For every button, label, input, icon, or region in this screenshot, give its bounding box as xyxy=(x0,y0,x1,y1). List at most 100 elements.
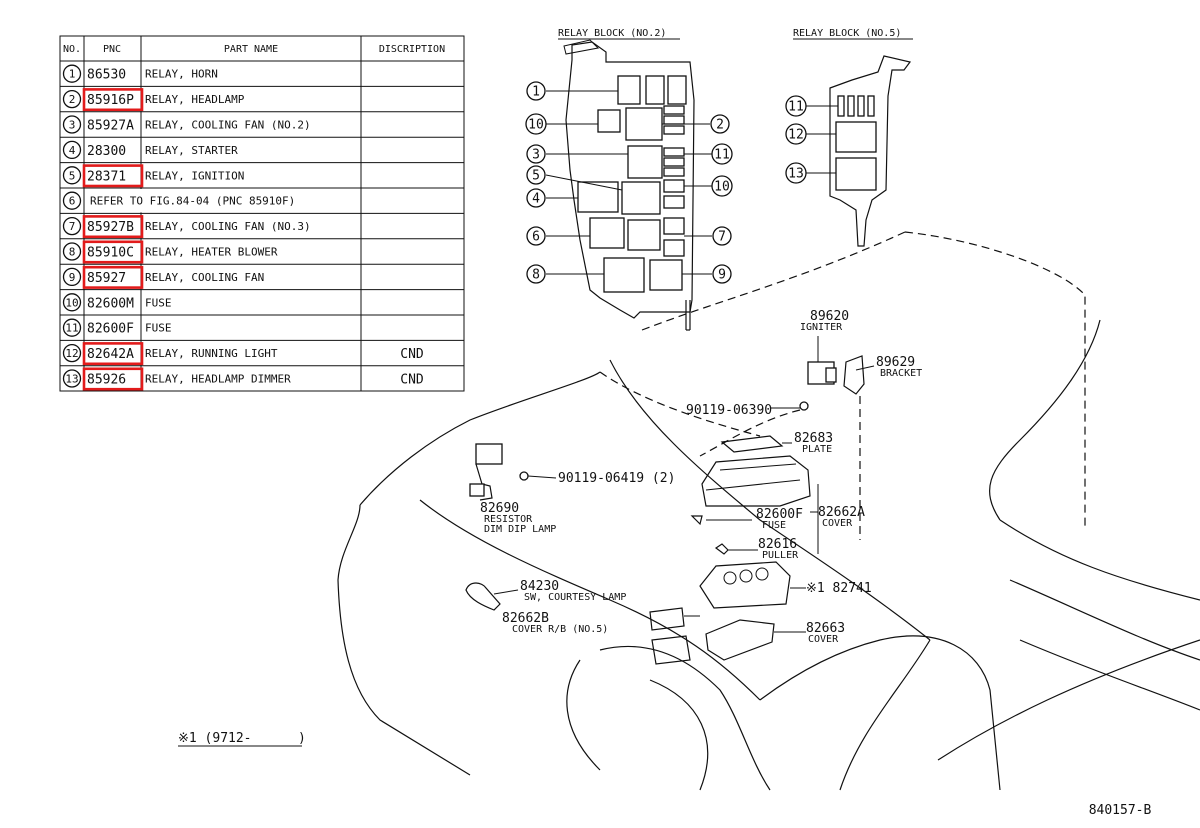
resistor-part xyxy=(469,443,557,501)
rb5-slot-12 xyxy=(835,121,877,153)
svg-text:※1 82741: ※1 82741 xyxy=(806,581,872,596)
row-number-badge xyxy=(62,191,82,210)
row-pnc: 82642A xyxy=(87,347,134,362)
rb5-ref-13: 13 xyxy=(785,162,807,184)
row-pnc: 28371 xyxy=(87,169,126,184)
row-number: 6 xyxy=(69,195,76,208)
row-part-name: RELAY, HEADLAMP DIMMER xyxy=(145,373,291,386)
row-number-badge xyxy=(62,369,82,388)
svg-text:82690: 82690 xyxy=(480,501,519,516)
callout-82616: 82616 PULLER xyxy=(758,537,799,561)
rb5-ref-11: 11 xyxy=(785,95,807,117)
footnote-close: ) xyxy=(298,731,306,746)
slot-11 xyxy=(663,147,685,157)
vehicle-outline xyxy=(337,231,1200,791)
header-description: DISCRIPTION xyxy=(379,44,445,55)
row-number-badge xyxy=(62,216,82,236)
row-number-badge xyxy=(62,267,82,287)
svg-text:82662B: 82662B xyxy=(502,611,549,626)
row-number: 8 xyxy=(69,246,76,259)
svg-text:4: 4 xyxy=(532,192,540,207)
rb2-ref-4: 4 xyxy=(526,188,546,208)
table-row: 5 28371 RELAY, IGNITION xyxy=(60,162,464,188)
rb2-ref-7: 7 xyxy=(712,226,732,246)
row-number-badge xyxy=(62,293,82,312)
row-number-badge xyxy=(62,140,82,160)
row-description: CND xyxy=(400,373,424,388)
row-number: 4 xyxy=(69,144,76,157)
svg-text:2: 2 xyxy=(716,118,724,133)
footnote: ※1 (9712- ) xyxy=(178,731,306,747)
svg-text:90119-06390: 90119-06390 xyxy=(686,403,772,418)
slot-3 xyxy=(627,145,663,179)
svg-text:90119-06419 (2): 90119-06419 (2) xyxy=(558,471,675,486)
rb2-ref-9: 9 xyxy=(712,264,732,284)
row-number-badge xyxy=(62,242,82,261)
slot-9 xyxy=(649,259,683,291)
svg-text:10: 10 xyxy=(528,118,544,133)
svg-text:RESISTOR: RESISTOR xyxy=(484,514,533,525)
row-number: 5 xyxy=(69,169,76,182)
figure-code: 840157-B xyxy=(1089,803,1152,818)
row-part-name: RELAY, IGNITION xyxy=(145,169,244,182)
row-number-badge xyxy=(62,115,82,134)
callout-82600F: 82600F FUSE xyxy=(756,507,803,531)
plate-part xyxy=(720,435,792,453)
slot-5 xyxy=(621,181,661,215)
row-part-name: RELAY, COOLING FAN xyxy=(145,271,264,284)
svg-text:11: 11 xyxy=(714,148,730,163)
callout-82662B: 82662B COVER R/B (NO.5) xyxy=(502,611,608,635)
slot-6 xyxy=(589,217,625,249)
fuse-part xyxy=(690,515,703,526)
bolt-90119-06390 xyxy=(799,401,809,411)
puller-part xyxy=(714,543,729,555)
svg-text:IGNITER: IGNITER xyxy=(800,322,843,333)
row-pnc: 82600M xyxy=(87,296,134,311)
callout-90119-06390: 90119-06390 xyxy=(686,403,772,418)
row-part-name: RELAY, HEADLAMP xyxy=(145,93,245,106)
svg-text:89620: 89620 xyxy=(810,309,849,324)
svg-text:89629: 89629 xyxy=(876,355,915,370)
relay-block-5-housing xyxy=(829,55,912,247)
highlight-box xyxy=(82,240,144,264)
header-no: NO. xyxy=(63,44,81,55)
svg-text:6: 6 xyxy=(532,230,540,245)
svg-text:13: 13 xyxy=(788,167,804,182)
svg-text:12: 12 xyxy=(788,128,804,143)
svg-text:8: 8 xyxy=(532,268,540,283)
row-number: 12 xyxy=(65,347,78,360)
row-part-name: RELAY, STARTER xyxy=(145,144,238,157)
svg-text:BRACKET: BRACKET xyxy=(880,368,922,379)
relay-block-2-housing xyxy=(565,41,695,319)
row-part-name: RELAY, COOLING FAN (NO.3) xyxy=(145,220,311,233)
courtesy-switch-part xyxy=(465,582,519,611)
header-pnc: PNC xyxy=(103,44,121,55)
rb5-slot-13 xyxy=(835,157,877,191)
svg-text:82662A: 82662A xyxy=(818,505,865,520)
rb2-ref-6: 6 xyxy=(526,226,546,246)
row-part-name: RELAY, COOLING FAN (NO.2) xyxy=(145,119,311,132)
row-pnc: 28300 xyxy=(87,144,126,159)
callout-89629: 89629 BRACKET xyxy=(876,355,922,379)
row-part-name: FUSE xyxy=(145,296,172,309)
relay-block-5: RELAY BLOCK (NO.5) 11 12 13 xyxy=(785,28,913,247)
callout-90119-06419: 90119-06419 (2) xyxy=(558,471,675,486)
rb5-ref-12: 12 xyxy=(785,123,807,145)
relay-block-5-cover-part xyxy=(649,607,700,665)
callout-84230: 84230 SW, COURTESY LAMP xyxy=(520,579,626,603)
svg-text:82616: 82616 xyxy=(758,537,797,552)
row-part-name: RELAY, HEATER BLOWER xyxy=(145,246,278,259)
row-pnc: 85927A xyxy=(87,119,134,134)
rb2-ref-2: 2 xyxy=(710,114,730,134)
callout-89620: 89620 IGNITER xyxy=(800,309,849,333)
svg-text:COVER: COVER xyxy=(808,634,839,645)
row-number: 3 xyxy=(69,119,76,132)
row-part-name: REFER TO FIG.84-04 (PNC 85910F) xyxy=(90,195,295,208)
relay-block-5-title: RELAY BLOCK (NO.5) xyxy=(793,28,901,39)
svg-text:PLATE: PLATE xyxy=(802,444,832,455)
